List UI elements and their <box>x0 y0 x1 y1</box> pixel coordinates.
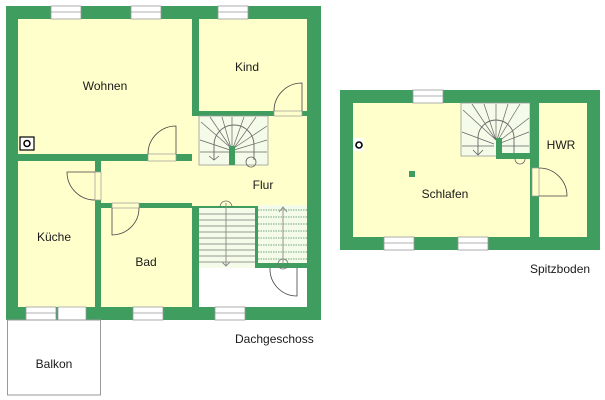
spiral-stair-spitzboden <box>460 102 531 165</box>
label-flur: Flur <box>252 178 274 192</box>
windows-spitzboden <box>383 89 489 251</box>
straight-stair-up <box>258 205 307 270</box>
label-hwr: HWR <box>546 138 576 152</box>
straight-stair-down <box>199 200 255 268</box>
room-bad <box>101 208 192 307</box>
chimney-icon-spitzboden <box>353 138 364 151</box>
column <box>409 171 415 177</box>
spitzboden-plan <box>340 89 600 251</box>
room-hwr <box>539 103 587 237</box>
windows-top <box>50 5 249 20</box>
label-wohnen: Wohnen <box>82 79 128 93</box>
room-wohnen <box>18 19 192 154</box>
label-bad: Bad <box>135 255 157 269</box>
chimney-icon <box>19 136 35 151</box>
room-kueche <box>18 161 95 307</box>
floor-title-dachgeschoss: Dachgeschoss <box>235 332 314 346</box>
floor-title-spitzboden: Spitzboden <box>530 262 591 276</box>
spiral-stair-upper <box>198 115 269 168</box>
label-balkon: Balkon <box>35 357 73 371</box>
label-kind: Kind <box>234 60 260 74</box>
room-kind <box>199 19 307 111</box>
dachgeschoss-plan <box>6 5 321 396</box>
label-schlafen: Schlafen <box>421 187 469 201</box>
stair-landing <box>199 268 307 307</box>
room-balkon <box>7 319 101 396</box>
label-kueche: Küche <box>36 230 72 244</box>
